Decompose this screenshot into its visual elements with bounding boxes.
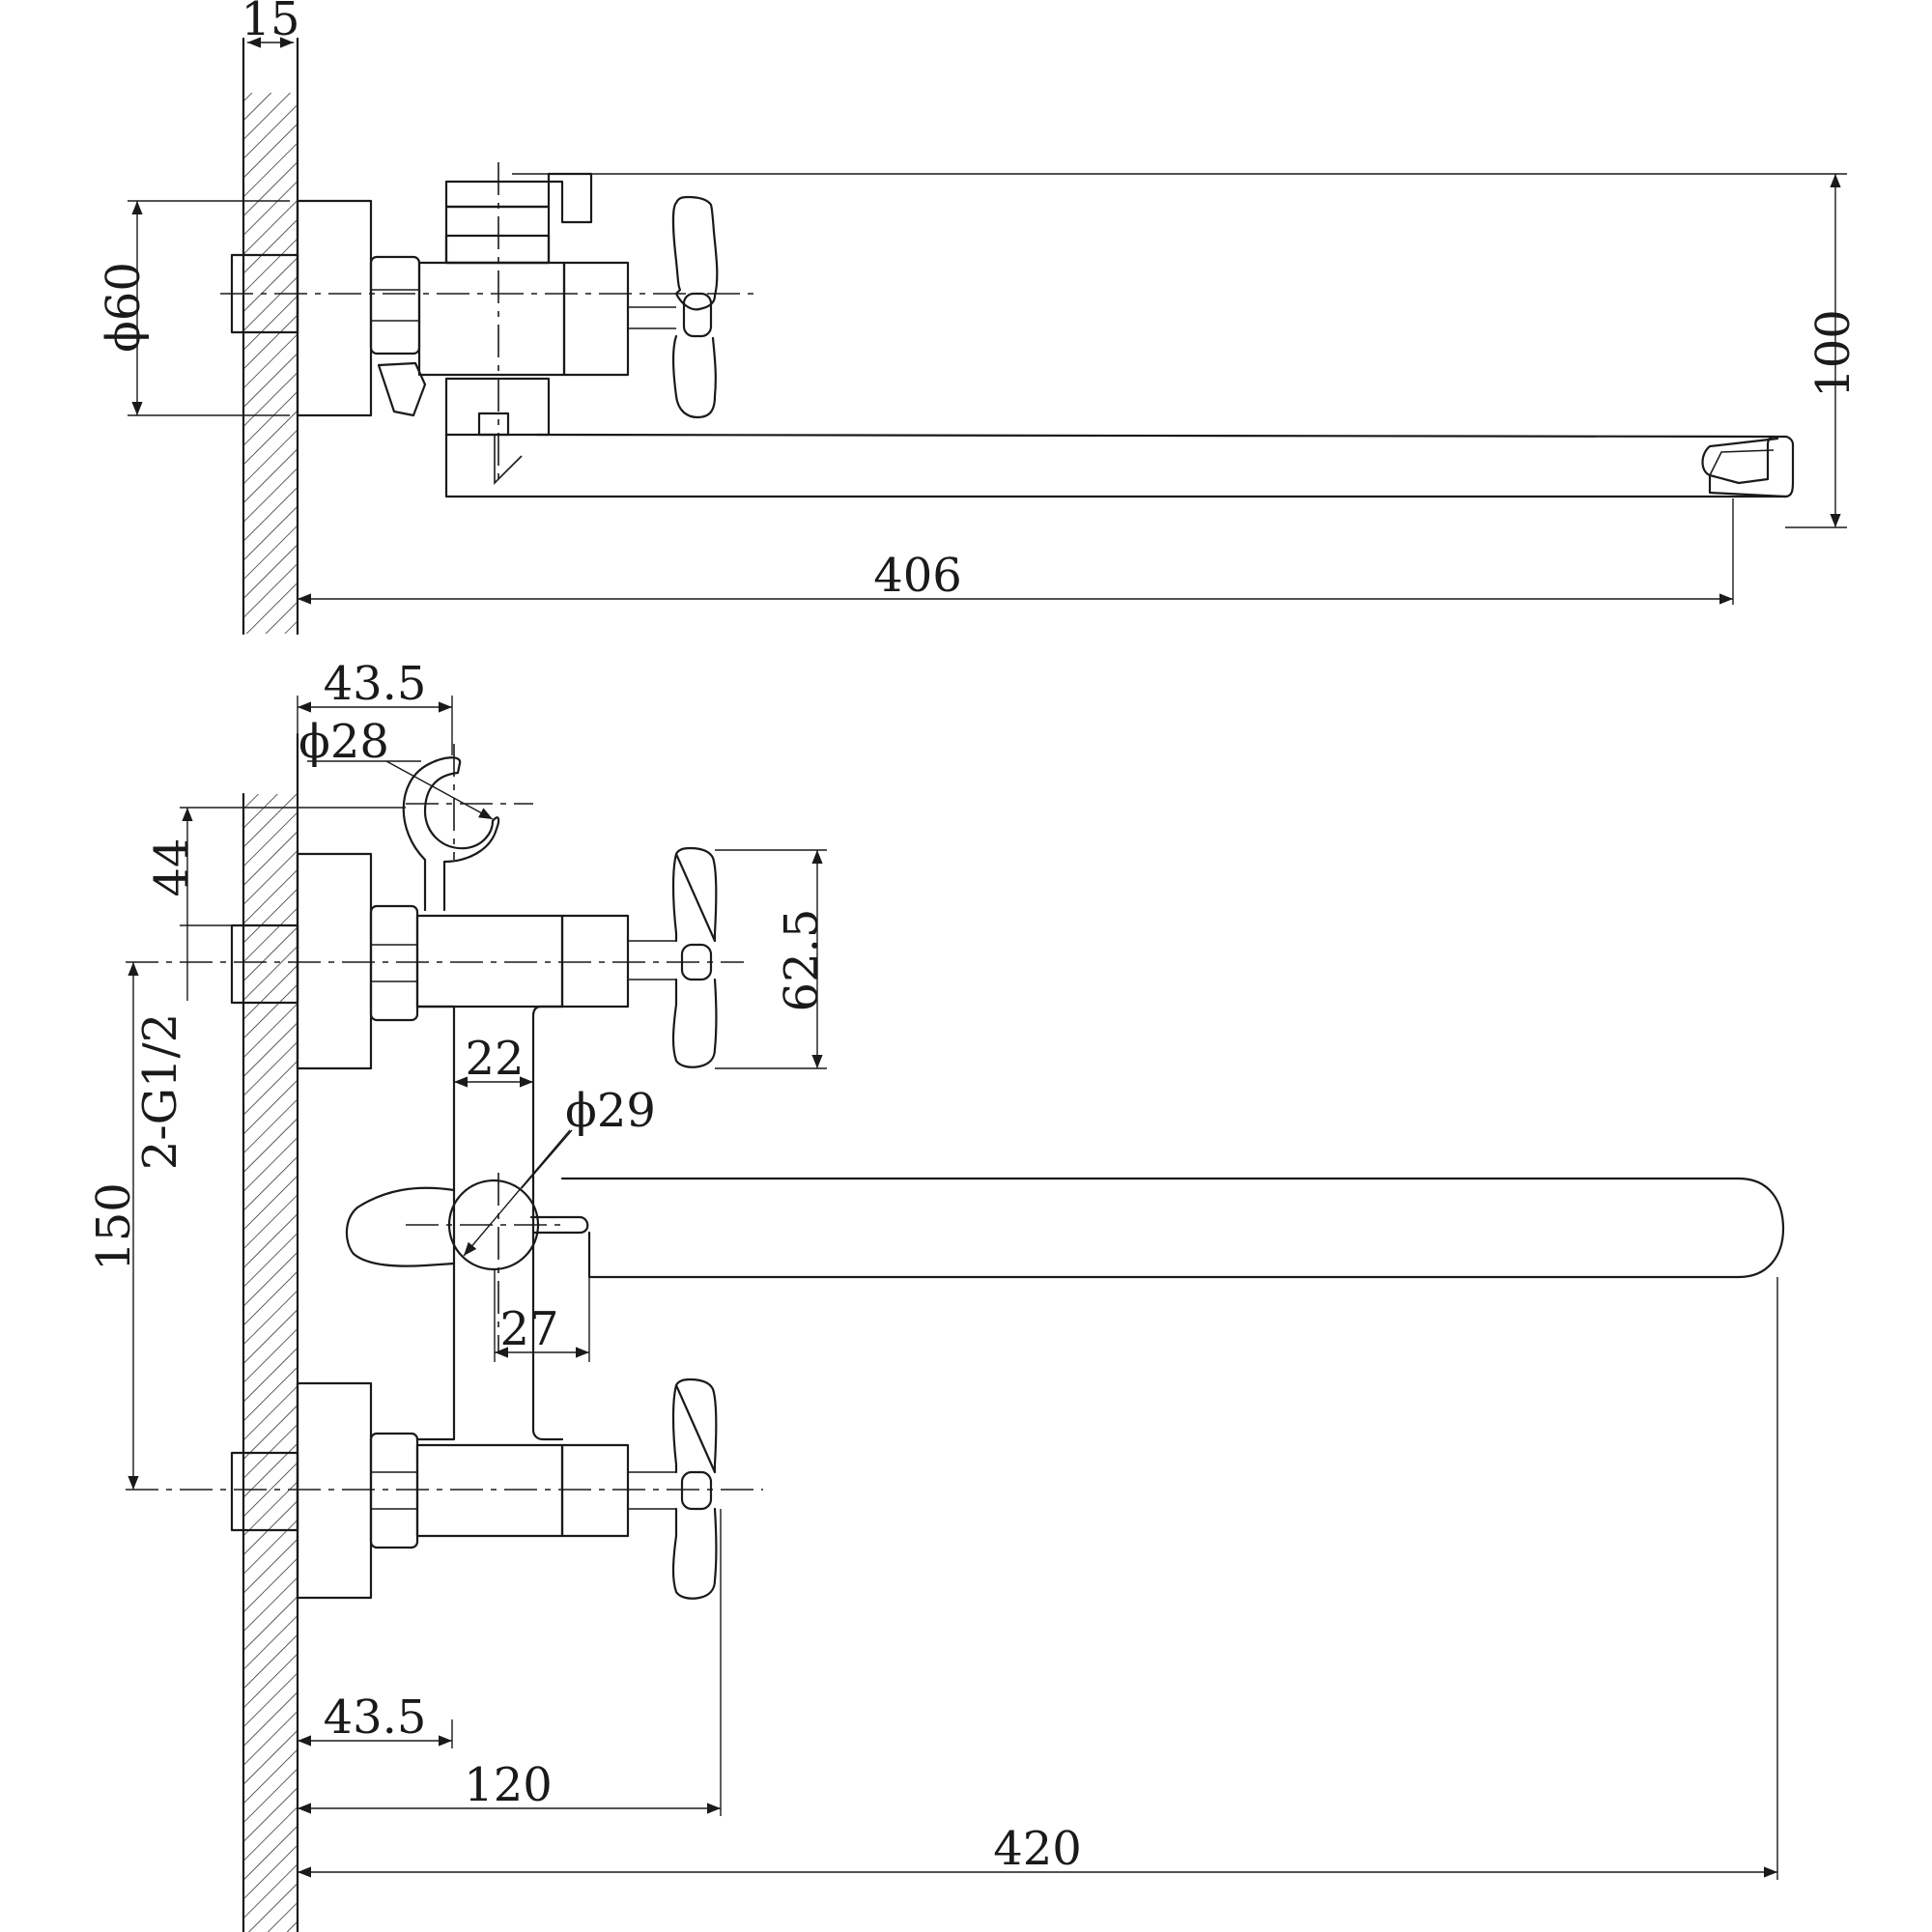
lower-valve-body (415, 1443, 564, 1538)
lower-cross-handle (671, 1378, 718, 1474)
spout-front-view (560, 1177, 1785, 1279)
lower-wall-flange (296, 1381, 373, 1600)
top-view: 100 406 ϕ60 15 (97, 0, 1861, 636)
upper-valve-body (415, 914, 564, 1009)
front-view: 43.5 ϕ28 44 2-G1/2 150 62.5 22 ϕ29 27 (87, 657, 1785, 1932)
dim-label-phi60: ϕ60 (97, 262, 151, 353)
dim-label-120: 120 (464, 1758, 553, 1812)
lower-union-nut (369, 1432, 419, 1549)
dim-label-406: 406 (873, 549, 962, 603)
dim-label-100: 100 (1806, 309, 1861, 398)
dim-label-phi28: ϕ28 (298, 715, 389, 769)
upper-wall-flange (296, 852, 373, 1070)
wall-section-top (243, 93, 298, 634)
wall-section-front (243, 794, 298, 1932)
dim-label-43-5-bottom: 43.5 (324, 1690, 427, 1745)
dim-label-15: 15 (241, 0, 299, 46)
dim-label-420: 420 (993, 1822, 1082, 1876)
mixer-body (415, 1005, 456, 1441)
dim-leader-phi29 (463, 1129, 571, 1257)
spout-top-view (444, 433, 1795, 498)
dim-label-thread: 2-G1/2 (133, 1013, 187, 1170)
dim-label-150: 150 (87, 1182, 141, 1271)
diverter-lever (345, 1186, 456, 1267)
valve-body-top (417, 261, 566, 377)
dim-label-62-5: 62.5 (775, 909, 829, 1012)
dim-label-44: 44 (145, 838, 199, 896)
union-nut-top (369, 255, 421, 355)
dim-label-43-5-top: 43.5 (324, 657, 427, 711)
upper-cross-handle (671, 846, 718, 943)
dim-label-22: 22 (465, 1032, 524, 1086)
handle-top-view (671, 195, 719, 311)
dim-label-phi29: ϕ29 (565, 1084, 656, 1138)
hand-shower-hook (402, 756, 500, 912)
dim-label-27: 27 (499, 1302, 558, 1356)
wall-flange-top (296, 199, 373, 417)
upper-union-nut (369, 904, 419, 1022)
